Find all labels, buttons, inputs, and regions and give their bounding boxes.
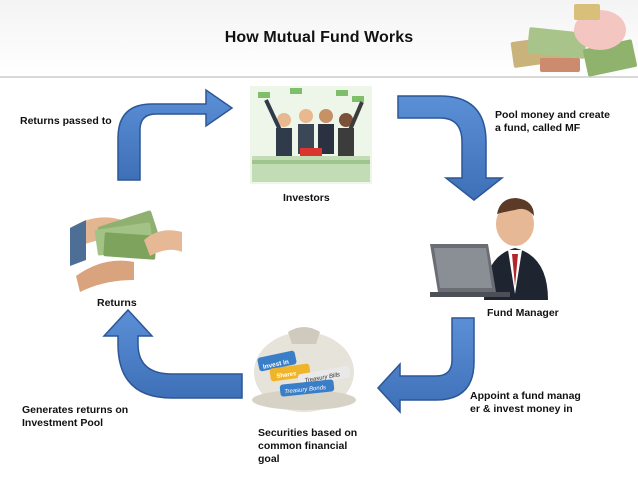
arrow-manager-to-securities (376, 317, 475, 414)
piggy-bank-money-icon (510, 4, 637, 77)
edge-label-appoint: Appoint a fund manag er & invest money i… (470, 390, 581, 415)
node-label-investors: Investors (283, 192, 330, 204)
node-label-fund-manager: Fund Manager (487, 307, 559, 319)
arrow-investors-to-manager (397, 95, 505, 201)
investors-cheering-icon (250, 86, 372, 184)
arrow-securities-to-returns (102, 308, 243, 399)
cash-handover-icon (70, 196, 182, 292)
edge-label-generates: Generates returns on Investment Pool (22, 404, 129, 429)
node-label-securities: Securities based on common financial goa… (258, 427, 358, 465)
edge-label-returns-passed: Returns passed to (20, 115, 112, 127)
money-bag-icon: Invest in Shares Treasury Bills Treasury… (252, 327, 356, 412)
bag-label-shares: Shares (276, 371, 297, 380)
arrow-returns-to-investors (117, 88, 234, 181)
edge-label-pool-money: Pool money and create a fund, called MF (495, 109, 610, 134)
header-divider (0, 76, 638, 78)
page-title: How Mutual Fund Works (224, 29, 414, 46)
node-label-returns: Returns (97, 297, 137, 309)
bag-label-bonds: Treasury Bonds (284, 385, 326, 395)
businessman-laptop-icon (430, 198, 548, 300)
